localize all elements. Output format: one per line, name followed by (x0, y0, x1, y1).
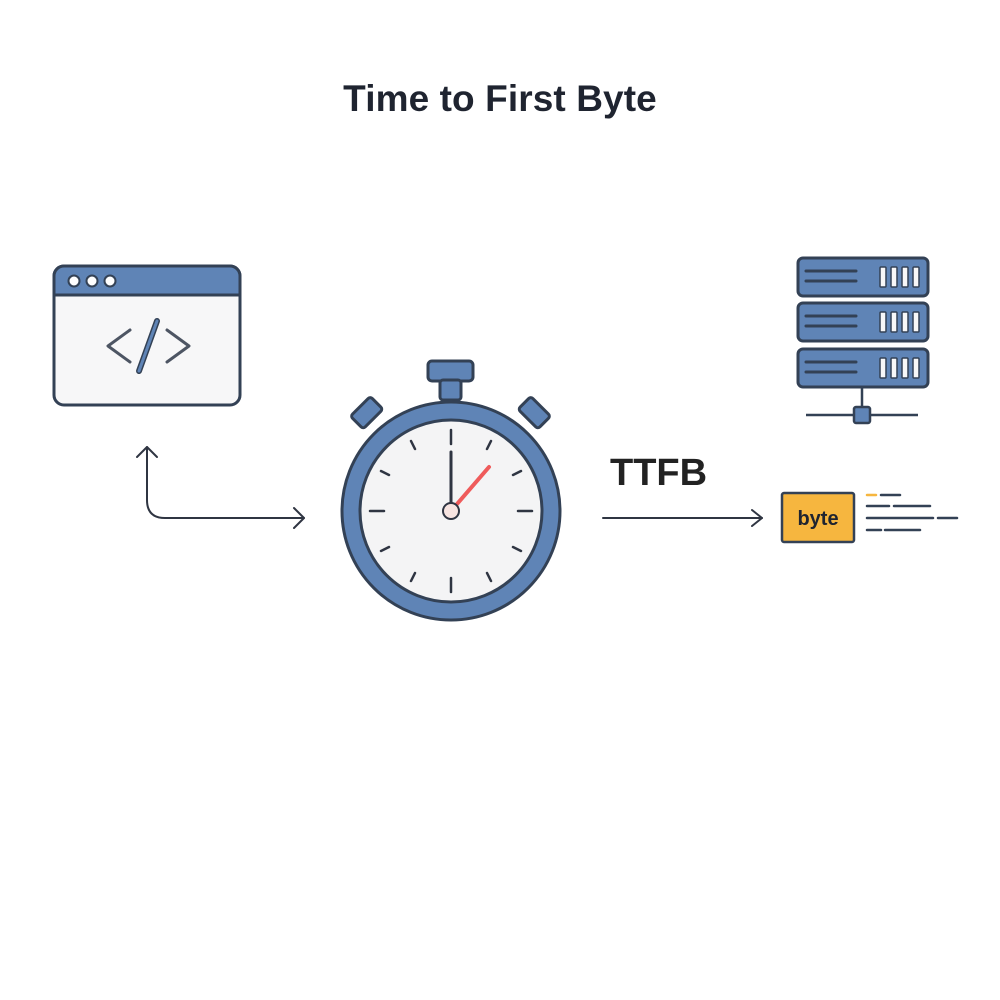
stopwatch-to-byte-arrow (602, 509, 763, 527)
ttfb-label: TTFB (610, 452, 707, 494)
byte-label: byte (797, 508, 838, 530)
stopwatch-icon (340, 359, 562, 622)
server-rack-icon (796, 256, 930, 425)
page-title: Time to First Byte (343, 78, 657, 119)
browser-window-icon (52, 264, 242, 407)
browser-to-stopwatch-arrow (136, 446, 305, 529)
byte-packet-icon (780, 491, 959, 544)
